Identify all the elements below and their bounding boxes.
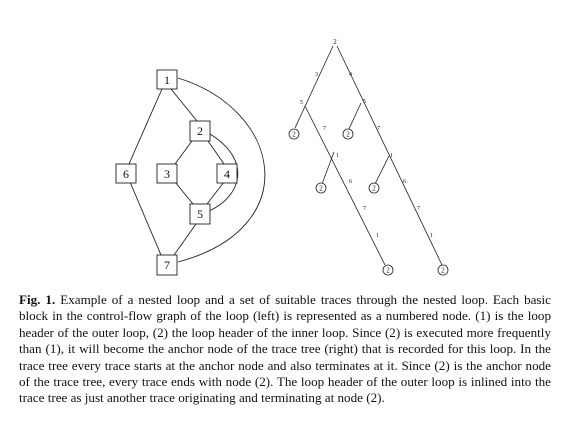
tree-leaf-6-label: 2 bbox=[441, 267, 445, 275]
tree-edge-a-left bbox=[304, 105, 386, 266]
cfg-node-2: 2 bbox=[189, 120, 211, 142]
figure-caption: Fig. 1. Example of a nested loop and a s… bbox=[19, 292, 551, 407]
control-flow-graph bbox=[128, 77, 266, 263]
tree-edge-label-7c: 7 bbox=[363, 206, 366, 212]
tree-edge-label-4: 4 bbox=[349, 72, 352, 78]
cfg-node-1-label: 1 bbox=[164, 73, 170, 87]
tree-edge-label-1c: 1 bbox=[376, 233, 379, 239]
tree-edge-label-7d: 7 bbox=[417, 206, 420, 212]
tree-edge-a-branch bbox=[321, 151, 335, 185]
cfg-node-5-label: 5 bbox=[197, 207, 203, 221]
trace-tree-edges bbox=[294, 45, 443, 266]
tree-leaf-4-label: 2 bbox=[372, 185, 376, 193]
cfg-node-5: 5 bbox=[189, 203, 211, 225]
trace-tree-edge-labels: 3 4 5 5 7 7 1 1 6 6 7 7 1 1 bbox=[300, 72, 433, 239]
figure-caption-label: Fig. 1. bbox=[19, 292, 56, 307]
tree-leaf-1: 2 bbox=[288, 128, 300, 140]
tree-leaf-6: 2 bbox=[437, 264, 449, 276]
tree-leaf-5: 2 bbox=[382, 264, 394, 276]
cfg-node-6: 6 bbox=[115, 163, 137, 184]
trace-tree-nodes: 2 2 2 2 2 2 2 bbox=[288, 38, 449, 276]
cfg-edge-4-5 bbox=[206, 181, 225, 205]
cfg-node-7-label: 7 bbox=[164, 258, 170, 272]
cfg-edge-1-2 bbox=[170, 88, 198, 122]
trace-tree: 3 4 5 5 7 7 1 1 6 6 7 7 1 1 2 2 2 bbox=[288, 38, 449, 276]
tree-edge-label-1d: 1 bbox=[430, 233, 433, 239]
tree-leaf-2-label: 2 bbox=[346, 131, 350, 139]
tree-leaf-3: 2 bbox=[315, 182, 327, 194]
cfg-node-4-label: 4 bbox=[224, 167, 230, 181]
cfg-node-3: 3 bbox=[156, 163, 178, 184]
tree-leaf-4: 2 bbox=[368, 182, 380, 194]
figure-caption-text: Example of a nested loop and a set of su… bbox=[19, 292, 551, 406]
tree-edge-label-1b: 1 bbox=[390, 153, 393, 159]
tree-edge-label-6a: 6 bbox=[349, 179, 352, 185]
tree-edge-label-5a: 5 bbox=[300, 100, 303, 106]
cfg-nodes: 1 2 3 4 5 6 7 bbox=[115, 69, 238, 276]
tree-edge-root-left bbox=[294, 45, 334, 129]
cfg-edge-5-7 bbox=[173, 223, 197, 256]
cfg-edge-7-1-back bbox=[177, 77, 266, 263]
cfg-edge-3-5 bbox=[174, 181, 194, 205]
tree-root-label: 2 bbox=[333, 38, 337, 46]
cfg-edge-5-2-back bbox=[208, 133, 239, 212]
tree-edge-root-right bbox=[336, 45, 443, 266]
cfg-node-6-label: 6 bbox=[123, 167, 129, 181]
cfg-edge-2-3 bbox=[174, 140, 193, 165]
cfg-node-4: 4 bbox=[216, 163, 238, 184]
cfg-node-3-label: 3 bbox=[164, 167, 170, 181]
cfg-edge-1-6 bbox=[128, 88, 163, 165]
figure-diagram: 1 2 3 4 5 6 7 bbox=[115, 38, 449, 276]
tree-edge-label-7a: 7 bbox=[323, 126, 326, 132]
tree-edge-b-left bbox=[347, 102, 362, 132]
tree-leaf-3-label: 2 bbox=[319, 185, 323, 193]
tree-leaf-1-label: 2 bbox=[292, 131, 296, 139]
cfg-node-1: 1 bbox=[156, 69, 178, 90]
cfg-node-7: 7 bbox=[156, 254, 178, 276]
tree-edge-label-7b: 7 bbox=[377, 126, 380, 132]
tree-root-node: 2 bbox=[333, 38, 337, 46]
tree-edge-b-branch bbox=[373, 155, 390, 187]
tree-edge-label-6b: 6 bbox=[403, 179, 406, 185]
tree-edge-label-3: 3 bbox=[315, 72, 318, 78]
cfg-edge-6-7 bbox=[129, 181, 162, 256]
tree-edge-label-5b: 5 bbox=[363, 99, 366, 105]
tree-edge-label-1a: 1 bbox=[336, 153, 339, 159]
cfg-node-2-label: 2 bbox=[197, 124, 203, 138]
tree-leaf-5-label: 2 bbox=[386, 267, 390, 275]
cfg-edge-2-4 bbox=[207, 140, 225, 165]
tree-leaf-2: 2 bbox=[342, 128, 354, 140]
